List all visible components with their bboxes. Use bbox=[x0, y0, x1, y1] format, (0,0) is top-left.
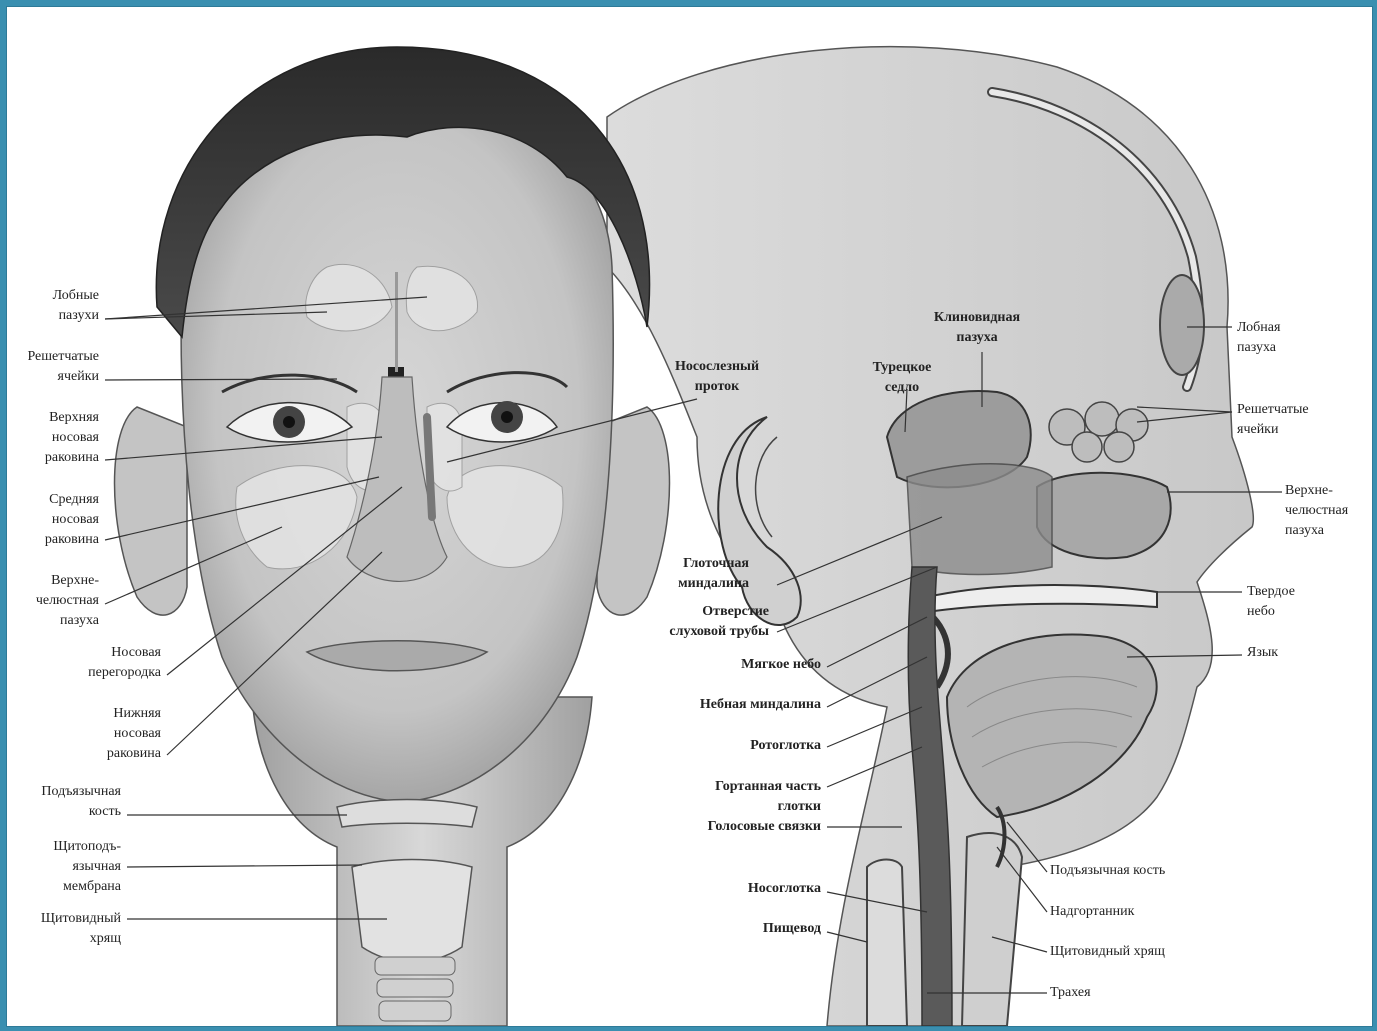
label-trachea: Трахея bbox=[1050, 983, 1150, 1003]
label-tongue: Язык bbox=[1247, 643, 1347, 663]
label-thyroid-cartilage-right: Щитовидный хрящ bbox=[1050, 942, 1210, 962]
label-esophagus: Пищевод bbox=[707, 919, 821, 939]
label-epiglottis: Надгортанник bbox=[1050, 902, 1190, 922]
label-oropharynx: Ротоглотка bbox=[687, 736, 821, 756]
label-palatine-tonsil: Небная миндалина bbox=[647, 695, 821, 715]
label-vocal-cords: Голосовые связки bbox=[647, 817, 821, 837]
label-hyoid-bone-right: Подъязычная кость bbox=[1050, 861, 1210, 881]
label-nasopharynx: Носоглотка bbox=[687, 879, 821, 899]
label-soft-palate: Мягкое небо bbox=[667, 655, 821, 675]
front-face bbox=[115, 47, 670, 1026]
